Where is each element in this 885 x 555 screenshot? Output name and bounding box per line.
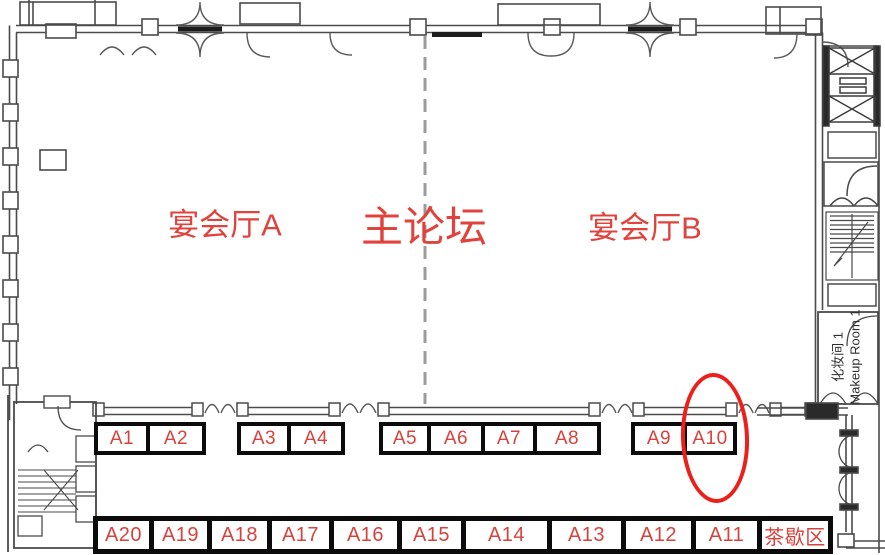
door-arcs-bottom [204,403,770,414]
booth-a18: A18 [207,516,272,554]
booth-a11: A11 [691,516,762,554]
hall-a-label: 宴会厅A [168,207,282,243]
booth-a20: A20 [93,516,154,554]
booth-a6: A6 [427,422,485,455]
booth-a10: A10 [683,422,737,455]
hall-b-label: 宴会厅B [588,210,702,246]
makeup-room-label-cn: 化妆间 1 [830,332,846,382]
main-forum-label: 主论坛 [360,203,488,251]
stairs-icon [825,211,879,281]
booth-a19: A19 [149,516,212,554]
bottom-wall [93,406,816,416]
booth-a15: A15 [397,516,466,554]
booth-a8: A8 [533,422,601,455]
booth-a1: A1 [94,422,150,455]
closed-door-bars [178,26,672,37]
bottom-right-corridor [757,402,885,549]
booth-a12: A12 [621,516,696,554]
outer-walls [8,0,880,553]
makeup-room-walls [817,311,879,405]
service-rooms [823,131,879,307]
booth-a4: A4 [287,422,345,455]
stairwell-block [7,395,97,552]
booth-a5: A5 [379,422,431,455]
top-wall-columns [45,18,823,39]
elevator-icon [822,45,881,127]
booth-a9: A9 [631,422,687,455]
left-wall-columns [2,59,67,386]
booth-a17: A17 [267,516,334,554]
makeup-room-label-en: Makeup Room 1 [847,309,863,405]
booth-a2: A2 [146,422,206,455]
booth-a13: A13 [547,516,626,554]
top-rooms [19,1,822,35]
booth-a14: A14 [461,516,552,554]
booth-a7: A7 [481,422,537,455]
booth-a3: A3 [237,422,291,455]
booth-a16: A16 [329,516,402,554]
tea-break-area: 茶歇区 [757,516,833,554]
